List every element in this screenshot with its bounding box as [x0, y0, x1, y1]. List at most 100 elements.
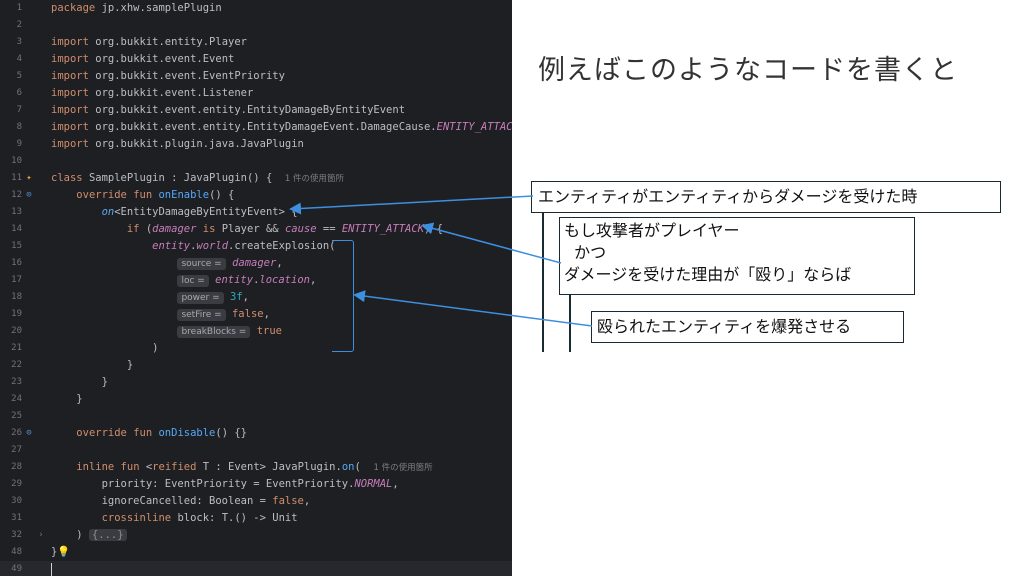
code-keyword: import	[51, 36, 96, 48]
code-line[interactable]: 17 loc = entity.location,	[0, 272, 512, 289]
line-number: 24	[11, 394, 22, 404]
code-keyword: import	[51, 70, 96, 82]
code-text	[51, 291, 177, 303]
code-text	[51, 308, 177, 320]
code-line[interactable]: 18 power = 3f,	[0, 289, 512, 306]
code-number: 3f	[230, 291, 243, 303]
code-content: crossinline block: T.() -> Unit	[51, 510, 298, 527]
code-line[interactable]: 19 setFire = false,	[0, 306, 512, 323]
line-number: 31	[11, 513, 22, 523]
code-line[interactable]: 14 if (damager is Player && cause == ENT…	[0, 221, 512, 238]
line-number: 14	[11, 224, 22, 234]
code-line[interactable]: 24 }	[0, 391, 512, 408]
code-content: }	[51, 357, 133, 374]
code-line[interactable]: 30 ignoreCancelled: Boolean = false,	[0, 493, 512, 510]
callout-explosion-action: 殴られたエンティティを爆発させる	[591, 311, 904, 343]
code-text: jp.xhw.samplePlugin	[101, 2, 222, 14]
code-keyword: import	[51, 138, 96, 150]
line-number: 17	[11, 275, 22, 285]
code-content: import org.bukkit.event.entity.EntityDam…	[51, 102, 405, 119]
code-content: package jp.xhw.samplePlugin	[51, 0, 222, 17]
code-property: entity	[215, 274, 254, 286]
code-line[interactable]: 21 )	[0, 340, 512, 357]
code-text: .	[190, 240, 197, 252]
code-keyword: inline fun	[76, 461, 146, 473]
code-keyword: import	[51, 53, 96, 65]
code-line[interactable]: 4 import org.bukkit.event.Event	[0, 51, 512, 68]
code-line[interactable]: 23 }	[0, 374, 512, 391]
code-line[interactable]: 27	[0, 442, 512, 459]
code-text: block: T.() -> Unit	[177, 512, 298, 524]
code-text: ignoreCancelled: Boolean =	[51, 495, 273, 507]
lightbulb-icon[interactable]: 💡	[57, 546, 71, 558]
code-line[interactable]: 29 priority: EventPriority = EventPriori…	[0, 476, 512, 493]
code-text: org.bukkit.event.Event	[95, 53, 235, 65]
folded-code-chip[interactable]: {...}	[88, 529, 127, 541]
line-number: 49	[11, 564, 22, 574]
code-line[interactable]: 49	[0, 561, 512, 576]
code-keyword: false	[231, 308, 264, 320]
code-keyword: import	[51, 121, 96, 133]
code-text: (	[145, 223, 153, 235]
parameter-hint: breakBlocks =	[177, 326, 251, 338]
code-line[interactable]: 32 › ) {...}	[0, 527, 512, 544]
usage-hint: 1 件の使用箇所	[284, 174, 345, 184]
line-number: 6	[16, 88, 22, 98]
line-number: 2	[16, 20, 22, 30]
line-number: 26	[11, 428, 22, 438]
override-icon[interactable]: ⊙	[26, 190, 32, 200]
code-line[interactable]: 11✦class SamplePlugin : JavaPlugin() { 1…	[0, 170, 512, 187]
code-line[interactable]: 26⊙ override fun onDisable() {}	[0, 425, 512, 442]
code-line[interactable]: 13 on<EntityDamageByEntityEvent> {	[0, 204, 512, 221]
code-line[interactable]: 31 crossinline block: T.() -> Unit	[0, 510, 512, 527]
line-number: 32	[11, 530, 22, 540]
line-number: 4	[16, 54, 22, 64]
nesting-line-inner	[569, 295, 571, 352]
line-number: 23	[11, 377, 22, 387]
code-text: <EntityDamageByEntityEvent> {	[114, 206, 298, 218]
code-content: setFire = false,	[51, 306, 270, 324]
code-content: source = damager,	[51, 255, 283, 273]
usage-hint: 1 件の使用箇所	[373, 463, 433, 473]
line-number: 5	[16, 71, 22, 81]
code-property: location	[259, 274, 310, 286]
explosion-block-bracket	[332, 240, 354, 352]
code-content: import org.bukkit.plugin.java.JavaPlugin	[51, 136, 304, 153]
code-line[interactable]: 2	[0, 17, 512, 34]
code-text: org.bukkit.event.entity.EntityDamageByEn…	[95, 104, 406, 116]
code-line[interactable]: 48}💡	[0, 544, 512, 561]
code-function: on	[101, 206, 115, 218]
code-text: org.bukkit.entity.Player	[95, 36, 247, 48]
code-property: damager	[232, 257, 277, 269]
code-text	[51, 257, 177, 269]
line-number: 20	[11, 326, 22, 336]
code-line[interactable]: 28 inline fun <reified T : Event> JavaPl…	[0, 459, 512, 476]
code-keyword: package	[51, 2, 102, 14]
fold-chevron-icon[interactable]: ›	[38, 530, 44, 540]
plugin-icon[interactable]: ✦	[26, 173, 32, 183]
code-line[interactable]: 12⊙ override fun onEnable() {	[0, 187, 512, 204]
code-line[interactable]: 22 }	[0, 357, 512, 374]
code-text: (	[354, 461, 374, 473]
code-line[interactable]: 16 source = damager,	[0, 255, 512, 272]
override-icon[interactable]: ⊙	[26, 428, 32, 438]
code-line[interactable]: 20 breakBlocks = true	[0, 323, 512, 340]
code-keyword: if	[126, 223, 146, 235]
code-text: .createExplosion(	[228, 240, 336, 252]
code-text: }	[51, 546, 58, 558]
code-content: inline fun <reified T : Event> JavaPlugi…	[51, 459, 433, 477]
code-line[interactable]: 15 entity.world.createExplosion(	[0, 238, 512, 255]
code-text: )	[51, 529, 89, 541]
code-property: damager	[152, 223, 197, 235]
code-text: ,	[392, 478, 399, 490]
code-line[interactable]: 10	[0, 153, 512, 170]
code-line[interactable]: 25	[0, 408, 512, 425]
